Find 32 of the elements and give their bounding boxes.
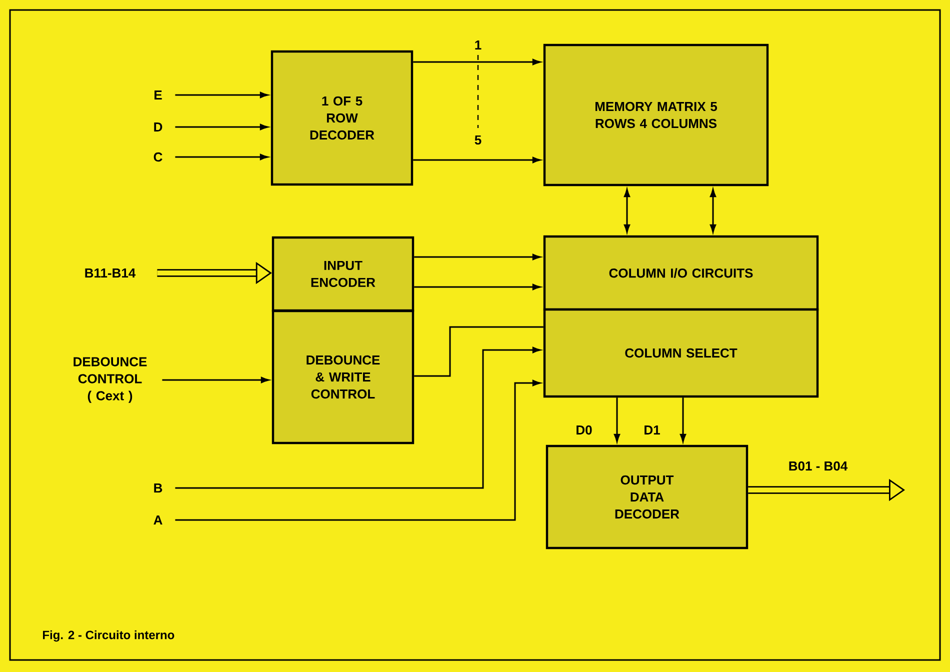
block-box: OUTPUT DATA DECODER xyxy=(546,444,748,550)
edge-label: D0 xyxy=(574,424,594,436)
block-box: DEBOUNCE & WRITE CONTROL xyxy=(272,310,414,444)
arrow xyxy=(175,124,268,130)
caption: Fig. 2 - Circuito interno xyxy=(43,630,174,642)
line xyxy=(414,326,544,377)
arrow xyxy=(413,156,541,164)
arrow xyxy=(175,346,541,489)
signal-label: B xyxy=(154,484,162,492)
signal-label: C xyxy=(154,152,162,162)
arrow xyxy=(175,154,268,160)
block-box: COLUMN SELECT xyxy=(543,308,819,398)
signal-label: D xyxy=(154,122,162,132)
arrow xyxy=(175,380,541,521)
block-box: 1 OF 5 ROW DECODER xyxy=(270,50,414,186)
signal-label: B11-B14 xyxy=(85,268,136,278)
signal-label: E xyxy=(154,90,162,100)
arrow xyxy=(624,188,630,233)
signal-label: A xyxy=(154,516,162,524)
block-box: INPUT ENCODER xyxy=(272,236,414,312)
edge-label: D1 xyxy=(642,424,662,436)
arrow xyxy=(175,92,268,98)
arrow xyxy=(162,376,270,384)
signal-label: DEBOUNCE CONTROL ( Cext ) xyxy=(74,357,147,403)
arrow xyxy=(614,398,620,442)
arrow xyxy=(710,188,716,233)
arrow xyxy=(680,398,686,442)
block-box: MEMORY MATRIX 5 ROWS 4 COLUMNS xyxy=(543,44,769,186)
block-box: COLUMN I/O CIRCUITS xyxy=(543,235,819,311)
arrow xyxy=(413,58,541,66)
arrow xyxy=(414,254,541,260)
arrow xyxy=(414,284,541,290)
